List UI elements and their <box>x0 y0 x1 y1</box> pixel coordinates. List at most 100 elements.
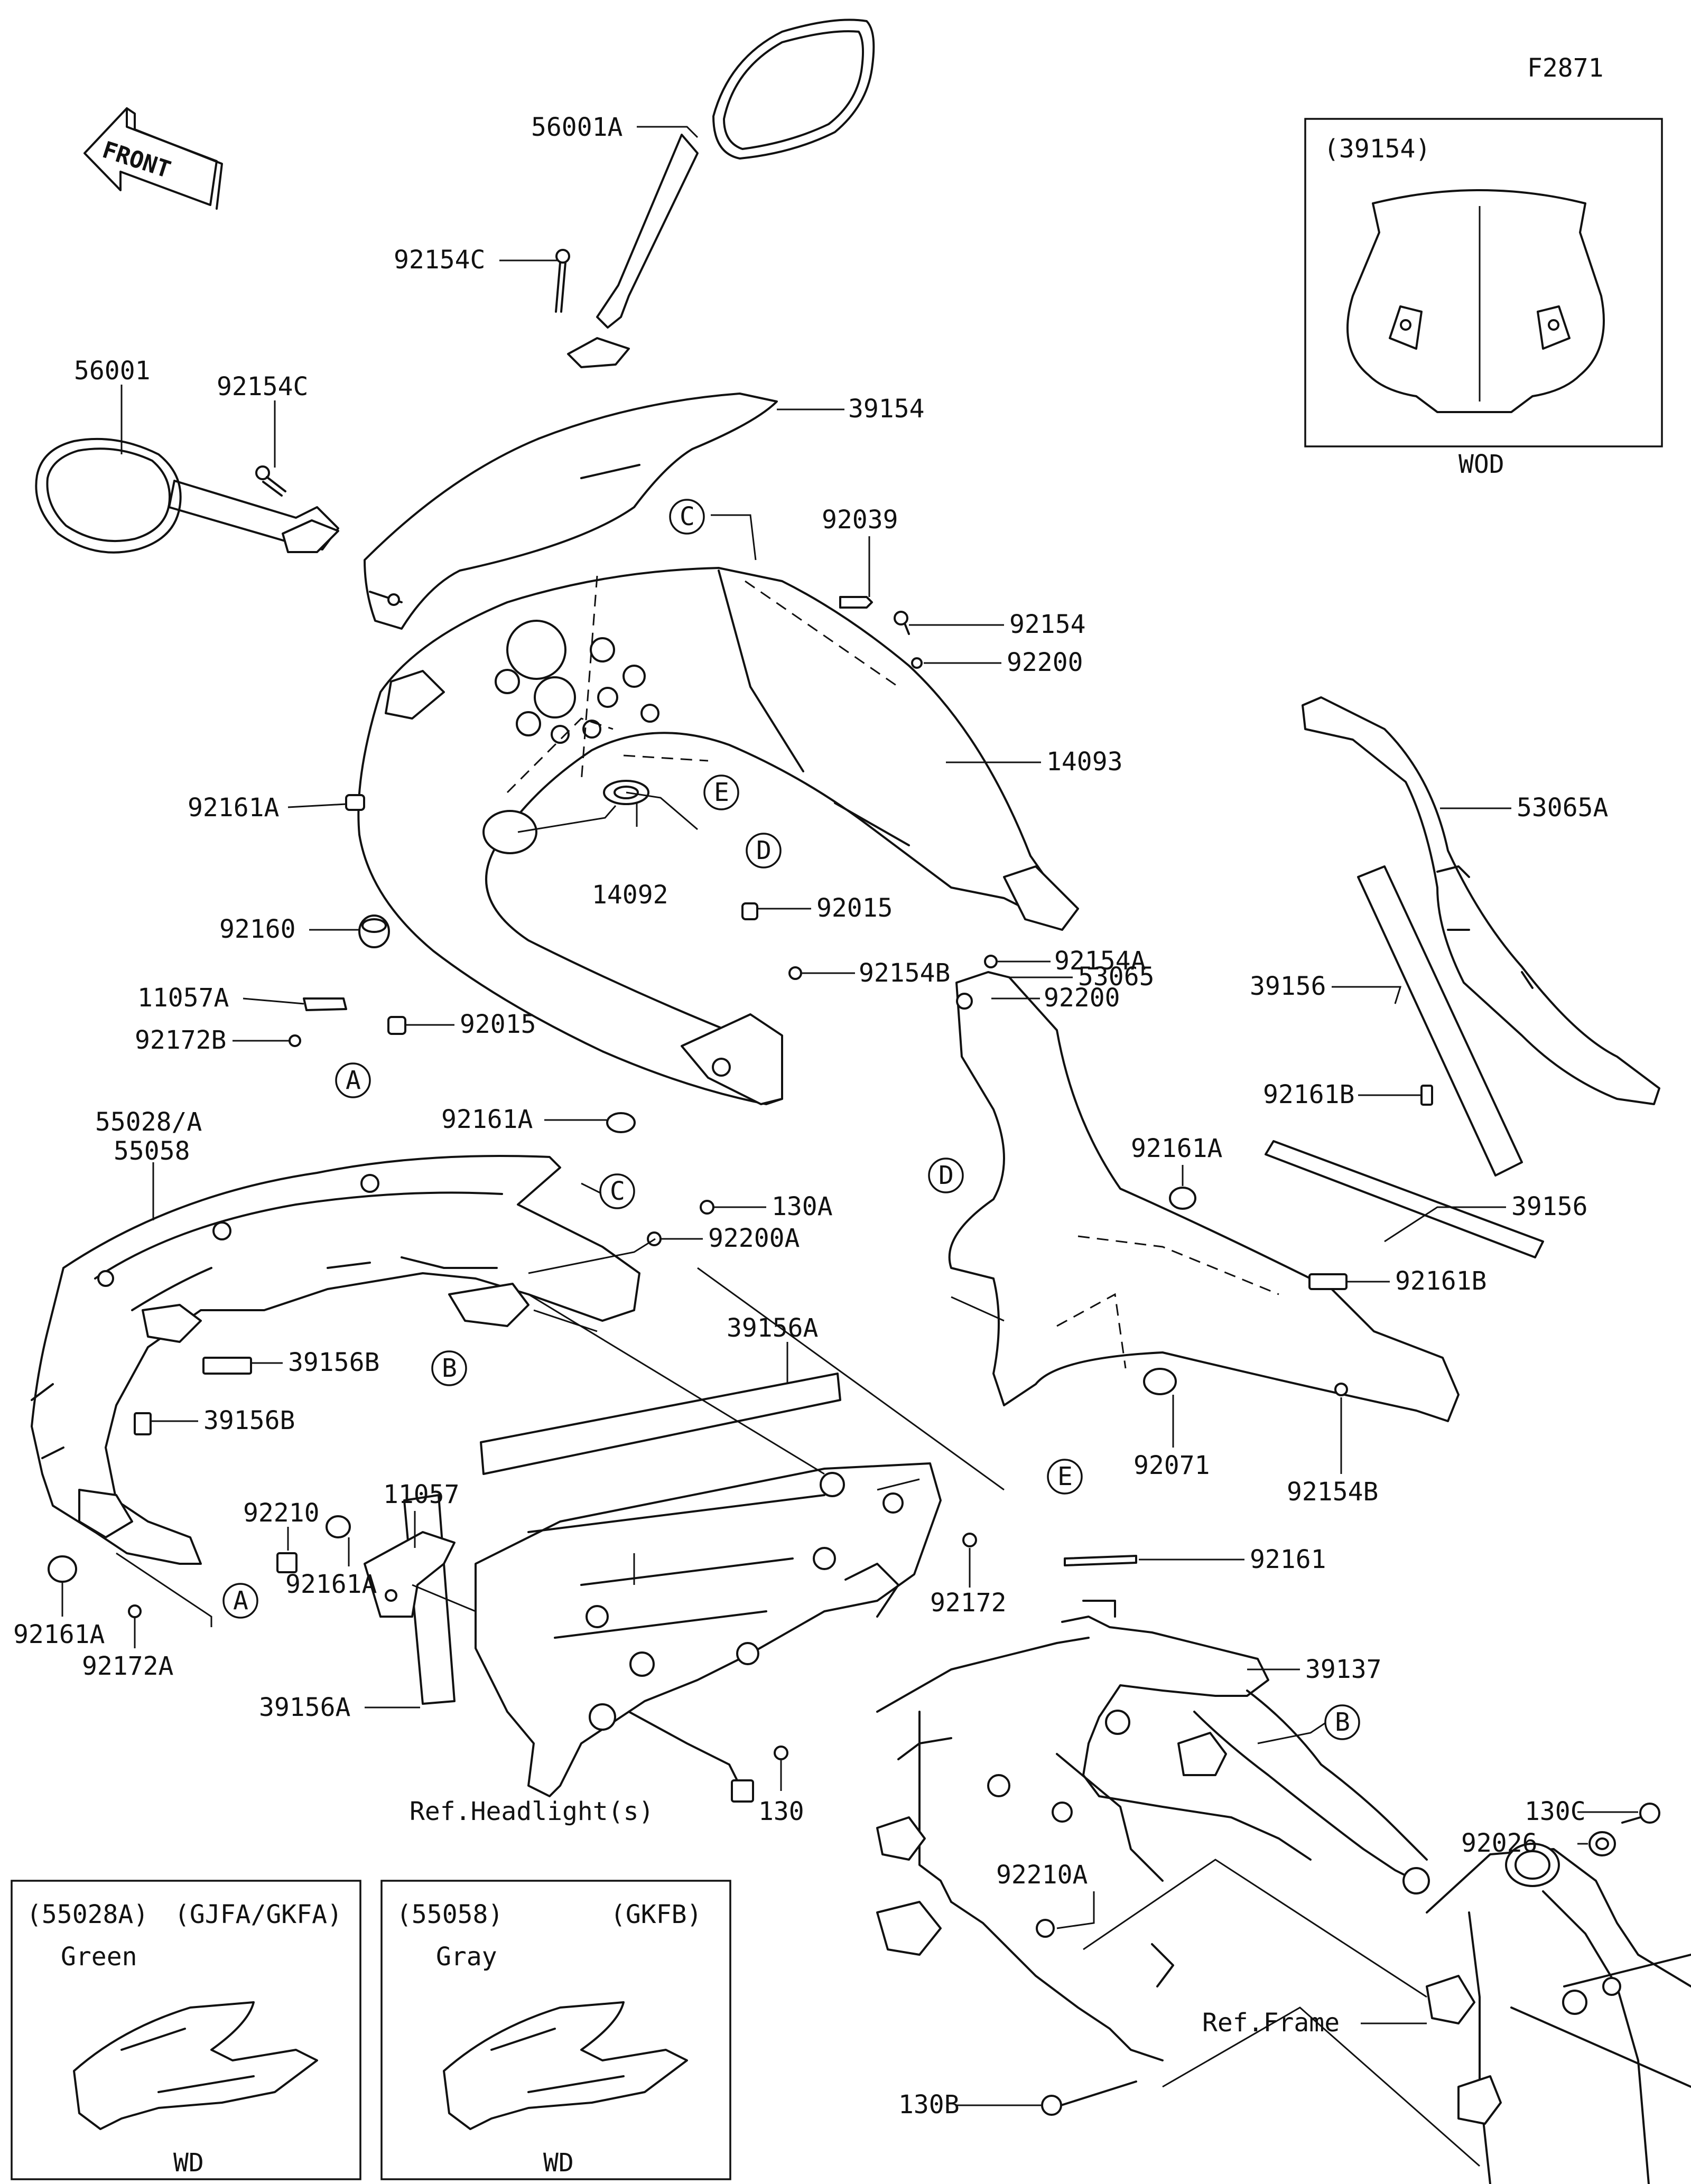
screw-130a <box>700 1200 714 1215</box>
ref-marker-a2-label: A <box>233 1586 248 1616</box>
pad-39156b-1 <box>202 1357 252 1375</box>
callout-39156b-1[interactable]: 39156B <box>288 1348 379 1377</box>
callout-53065[interactable]: 53065 <box>1078 962 1155 992</box>
callout-92172b[interactable]: 92172B <box>135 1025 226 1055</box>
callout-92210a[interactable]: 92210A <box>996 1860 1088 1890</box>
callout-92161b-top[interactable]: 92161B <box>1263 1080 1354 1109</box>
callout-ref-headlight[interactable]: Ref.Headlight(s) <box>410 1797 654 1826</box>
ref-marker-e1[interactable]: E <box>703 774 739 810</box>
ref-marker-d1-label: D <box>756 836 772 865</box>
callout-92160[interactable]: 92160 <box>219 914 296 944</box>
callout-39156a-top[interactable]: 39156A <box>727 1313 818 1343</box>
ref-marker-b2-label: B <box>1335 1707 1350 1737</box>
callout-92161a-3[interactable]: 92161A <box>1131 1134 1222 1163</box>
bolt-130c <box>1621 1803 1660 1824</box>
callout-92172a[interactable]: 92172A <box>82 1651 173 1681</box>
inset-gray-caption: WD <box>543 2148 574 2178</box>
callout-92154[interactable]: 92154 <box>1009 610 1086 639</box>
bolt-92154c-top <box>555 249 570 313</box>
ref-marker-c2-label: C <box>610 1177 625 1206</box>
callout-92161a-5[interactable]: 92161A <box>13 1620 105 1649</box>
screw-130 <box>774 1746 788 1760</box>
callout-92172[interactable]: 92172 <box>930 1588 1007 1618</box>
frame-stay-39137 <box>876 1600 1430 2061</box>
callout-11057[interactable]: 11057 <box>383 1480 460 1509</box>
callout-92210[interactable]: 92210 <box>243 1498 320 1528</box>
callout-130b[interactable]: 130B <box>898 2090 960 2120</box>
callout-92015-left[interactable]: 92015 <box>460 1010 536 1039</box>
ref-marker-c2[interactable]: C <box>599 1173 635 1209</box>
fastener-92039 <box>839 596 873 609</box>
inset-wod-caption: WOD <box>1458 450 1504 479</box>
callout-92161a-4[interactable]: 92161A <box>285 1570 377 1599</box>
ref-marker-d2[interactable]: D <box>928 1158 964 1193</box>
collar-92015-right <box>741 902 758 920</box>
callout-92161a-1[interactable]: 92161A <box>188 793 279 823</box>
part-callouts: 56001A 92154C 56001 92154C 39154 92039 9… <box>13 113 1608 2120</box>
callout-92071[interactable]: 92071 <box>1133 1451 1210 1480</box>
callout-92154b-bottom[interactable]: 92154B <box>1287 1477 1378 1507</box>
callout-14093[interactable]: 14093 <box>1046 747 1123 777</box>
inset-gray-code: (55058) <box>396 1900 503 1929</box>
callout-92161a-2[interactable]: 92161A <box>441 1105 533 1134</box>
callout-56001a[interactable]: 56001A <box>531 113 622 142</box>
callout-92154b-top[interactable]: 92154B <box>859 958 950 988</box>
callout-39156-mid[interactable]: 39156 <box>1511 1192 1588 1221</box>
ref-marker-a1[interactable]: A <box>335 1062 371 1098</box>
callout-92154a[interactable]: 92154A <box>1054 946 1146 976</box>
screw-92154b-top <box>788 966 802 980</box>
callout-92015-right[interactable]: 92015 <box>816 893 893 923</box>
callout-39156-top[interactable]: 39156 <box>1250 972 1326 1001</box>
callout-92200a[interactable]: 92200A <box>708 1224 800 1253</box>
callout-55058[interactable]: 55058 <box>114 1136 190 1166</box>
washer-92200-top <box>911 657 923 669</box>
strip-39156-top <box>1357 865 1523 1177</box>
callout-92161b-mid[interactable]: 92161B <box>1395 1266 1486 1296</box>
callout-14092[interactable]: 14092 <box>592 880 668 910</box>
grommet-92161a-1 <box>345 794 365 811</box>
screw-92154a <box>984 955 998 968</box>
inset-gray: (55058) (GKFB) Gray WD <box>380 1880 731 2180</box>
nut-92210a <box>1036 1919 1055 1938</box>
callout-56001[interactable]: 56001 <box>74 356 151 386</box>
figure-code: F2871 <box>1527 53 1604 83</box>
windshield-39154 <box>364 393 778 630</box>
ref-marker-a2[interactable]: A <box>222 1583 258 1619</box>
bolt-92154c-left <box>255 465 286 497</box>
ref-marker-e2-label: E <box>1057 1462 1073 1491</box>
callout-92039[interactable]: 92039 <box>822 505 898 535</box>
callout-39137[interactable]: 39137 <box>1305 1655 1382 1684</box>
frame-reference <box>1426 1843 1691 2184</box>
side-cover-53065 <box>948 971 1460 1422</box>
callout-53065a[interactable]: 53065A <box>1517 793 1608 823</box>
callout-92154c-left[interactable]: 92154C <box>217 372 308 402</box>
ref-marker-d1[interactable]: D <box>746 833 782 869</box>
callout-130[interactable]: 130 <box>758 1797 804 1826</box>
callout-39156a-bottom[interactable]: 39156A <box>259 1693 350 1722</box>
callout-39154[interactable]: 39154 <box>848 394 925 424</box>
callout-130a[interactable]: 130A <box>772 1192 833 1221</box>
ref-marker-e2[interactable]: E <box>1047 1459 1083 1495</box>
callout-11057a[interactable]: 11057A <box>137 983 229 1013</box>
callout-39156b-2[interactable]: 39156B <box>203 1406 295 1435</box>
callout-92154c-top[interactable]: 92154C <box>394 245 485 275</box>
front-arrow-icon: FRONT <box>83 107 223 210</box>
inset-gray-variant: (GKFB) <box>610 1900 702 1929</box>
ref-marker-b1[interactable]: B <box>431 1350 467 1386</box>
pad-39156b-2 <box>134 1412 152 1435</box>
ref-marker-c1[interactable]: C <box>669 499 705 535</box>
callout-92161[interactable]: 92161 <box>1250 1545 1326 1574</box>
callout-ref-frame[interactable]: Ref.Frame <box>1202 2008 1340 2038</box>
callout-92200-mid[interactable]: 92200 <box>1044 983 1120 1013</box>
callout-92026[interactable]: 92026 <box>1461 1828 1538 1858</box>
inset-green-variant: (GJFA/GKFA) <box>174 1900 342 1929</box>
collar-92015-left <box>387 1016 406 1035</box>
grommet-92071 <box>1143 1368 1177 1395</box>
strip-39156a-top <box>480 1373 841 1475</box>
collar-92026 <box>1588 1831 1616 1856</box>
ref-marker-b2[interactable]: B <box>1324 1704 1360 1740</box>
callout-92200-top[interactable]: 92200 <box>1007 648 1083 677</box>
callout-55028a[interactable]: 55028/A <box>95 1107 202 1137</box>
callout-130c[interactable]: 130C <box>1525 1797 1586 1826</box>
